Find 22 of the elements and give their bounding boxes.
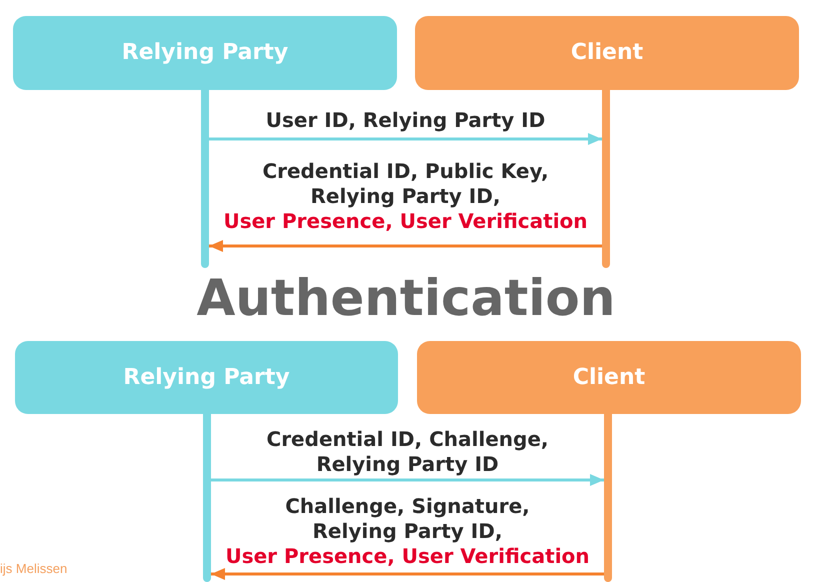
participant-box [415,16,799,90]
participant-name: Client [570,39,644,67]
participant-name: Relying Party [122,39,288,67]
arrow [211,474,604,486]
lifeline [201,90,209,268]
lifeline [602,90,610,268]
arrow [211,568,604,580]
arrow [209,133,602,145]
lifeline [604,414,612,582]
participant-box [417,341,801,414]
edge-label: User ID, Relying Party ID [266,108,546,133]
edge-label: Challenge, Signature, Relying Party ID, User Presence, User Verification [225,494,590,569]
edge-label: Credential ID, Public Key, Relying Party ID, User Presence, User Verification [223,159,588,234]
edge-label: Credential ID, Challenge, Relying Party ID [266,427,550,477]
participant-box [15,341,398,414]
arrow [209,240,602,252]
participant-name: Client [572,364,646,392]
participant-box [13,16,397,90]
section-title: Authentication [196,268,616,328]
author-credit: ijs Melissen [0,561,68,577]
participant-name: Relying Party [123,364,290,392]
lifeline [203,414,211,582]
